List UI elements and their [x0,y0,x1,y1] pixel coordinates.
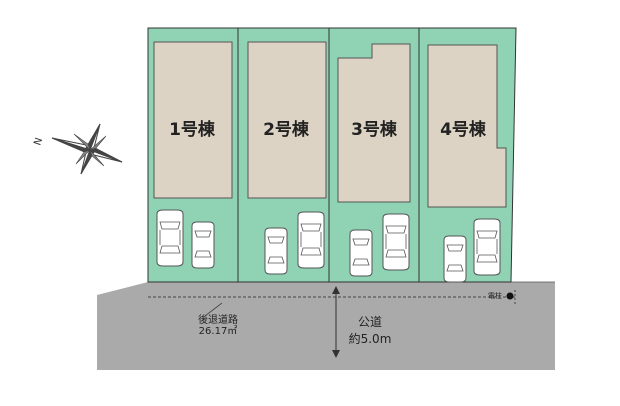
lot-4 [418,27,517,283]
compass-north-label: N [32,136,45,147]
road-label: 公道 [358,315,382,329]
lot-4-label: 4号棟 [440,119,487,140]
road-width-label: 約5.0m [349,331,392,346]
house-2 [247,41,327,199]
public-road [97,282,555,370]
lot-1-label: 1号棟 [169,119,216,140]
utility-pole-icon [506,292,514,300]
lot-2-label: 2号棟 [263,119,310,140]
house-1 [153,41,233,199]
lot-3 [328,27,420,283]
house-4 [427,44,507,208]
lot-2 [237,27,330,283]
setback-road-label: 後退道路 [198,313,238,326]
utility-pole-label: 電柱 [488,291,502,300]
lot-3-label: 3号棟 [351,119,398,140]
house-3 [337,43,411,203]
setback-road-area: 26.17㎡ [199,325,238,337]
compass-icon [51,123,123,175]
lot-1 [147,27,239,283]
